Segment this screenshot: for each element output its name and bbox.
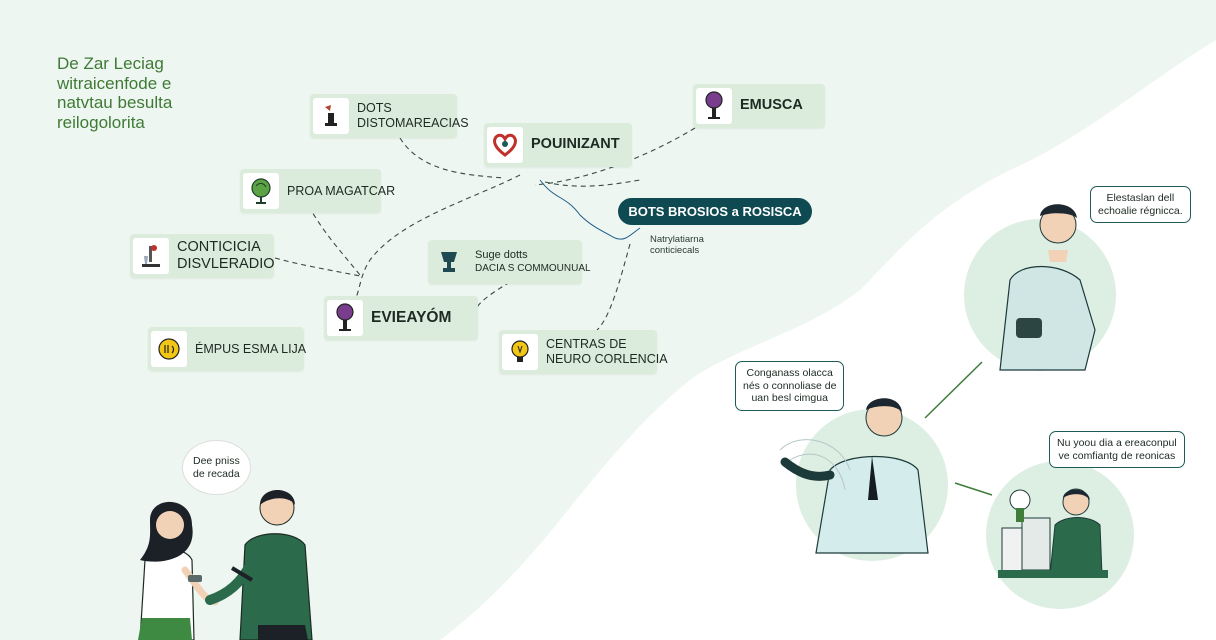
headline-line-3: natvtau besulta bbox=[57, 93, 173, 113]
node-empus-label: ÉMPUS ESMA LIJA bbox=[195, 341, 307, 356]
node-emusca[interactable]: EMUSCA bbox=[693, 84, 825, 128]
purple-bulb-icon bbox=[327, 300, 363, 336]
squiggle-line bbox=[539, 179, 641, 240]
purple-bulb-icon bbox=[696, 88, 732, 124]
node-dots-label: DOTS DISTOMAREACIAS bbox=[349, 101, 479, 131]
lightbulb-icon bbox=[502, 334, 538, 370]
line-centras-pill bbox=[594, 243, 631, 333]
node-centras-line-1: CENTRAS DE bbox=[546, 337, 627, 351]
node-pouinizant-label: POUINIZANT bbox=[531, 136, 620, 153]
bubble-middle-line-3: uan besl cimgua bbox=[751, 392, 828, 405]
heart-icon bbox=[487, 127, 523, 163]
node-conticicia-label: CONTICICIA DISVLERADIO bbox=[169, 239, 285, 274]
node-dots[interactable]: DOTS DISTOMAREACIAS bbox=[310, 94, 469, 138]
headline-line-1: De Zar Leciag bbox=[57, 54, 164, 73]
speech-bubble-left: Dee pniss de recada bbox=[182, 440, 251, 496]
node-centras-line-2: NEURO CORLENCIA bbox=[546, 352, 668, 366]
engineer-figure-bottom bbox=[998, 488, 1108, 578]
highlight-pill[interactable]: BOTS BROSIOS a ROSISCA bbox=[618, 198, 812, 225]
node-evieayom-label: EVIEAYÓM bbox=[371, 308, 452, 326]
bubble-left-line-2: de recada bbox=[193, 467, 240, 480]
node-empus[interactable]: ÉMPUS ESMA LIJA bbox=[148, 327, 306, 371]
bubble-top-right-line-2: echoalie régnicca. bbox=[1098, 204, 1183, 217]
people-figures-left bbox=[138, 490, 313, 640]
headline: De Zar Leciag witraicenfode e natvtau be… bbox=[57, 54, 257, 132]
green-connector-1 bbox=[924, 361, 983, 419]
node-suge[interactable]: Suge dotts DACIA S COMMOUNUAL bbox=[428, 240, 591, 284]
chess-icon bbox=[313, 98, 349, 134]
node-conticicia-line-2: DISVLERADIO bbox=[177, 256, 275, 272]
node-emusca-label: EMUSCA bbox=[740, 97, 803, 114]
trophy-icon bbox=[431, 244, 467, 280]
node-centras[interactable]: CENTRAS DE NEURO CORLENCIA bbox=[499, 330, 668, 374]
line-top-pill bbox=[544, 179, 641, 187]
node-centras-label: CENTRAS DE NEURO CORLENCIA bbox=[538, 337, 678, 367]
node-suge-line-2: DACIA S COMMOUNUAL bbox=[475, 262, 591, 274]
headline-line-4: reilogolorita bbox=[57, 112, 145, 132]
node-proa[interactable]: PROA MAGATCAR bbox=[240, 169, 395, 213]
green-connector-2 bbox=[954, 482, 993, 496]
node-suge-line-1: Suge dotts bbox=[475, 249, 528, 262]
node-suge-label: Suge dotts DACIA S COMMOUNUAL bbox=[467, 249, 601, 274]
side-note-line-2: conticiecals bbox=[650, 245, 700, 257]
scientist-figure-middle bbox=[779, 398, 929, 554]
bubble-lower-right-line-1: Nu yoou dia a ereaconpul bbox=[1057, 437, 1177, 449]
speech-bubble-middle: Conganass olacca nés o connoliase de uan… bbox=[735, 361, 845, 411]
node-dots-line-2: DISTOMAREACIAS bbox=[357, 116, 469, 130]
side-note-line-1: Natrylatiarna bbox=[650, 234, 704, 245]
node-dots-line-1: DOTS bbox=[357, 101, 392, 115]
bubble-top-right-line-1: Elestaslan dell bbox=[1106, 192, 1175, 204]
node-proa-label: PROA MAGATCAR bbox=[287, 183, 396, 198]
node-conticicia[interactable]: CONTICICIA DISVLERADIO bbox=[130, 234, 275, 278]
speech-bubble-lower-right: Nu yoou dia a ereaconpul ve comfiantg de… bbox=[1049, 431, 1185, 469]
bubble-lower-right-line-2: ve comfiantg de reonicas bbox=[1058, 449, 1176, 462]
speech-bubble-top-right: Elestaslan dell echoalie régnicca. bbox=[1090, 186, 1191, 224]
node-pouinizant[interactable]: POUINIZANT bbox=[484, 123, 632, 167]
lab-equipment-icon bbox=[133, 238, 169, 274]
line-dots-center bbox=[399, 137, 506, 179]
line-center-evie bbox=[354, 174, 521, 301]
globe-tree-icon bbox=[243, 173, 279, 209]
node-evieayom[interactable]: EVIEAYÓM bbox=[324, 296, 478, 340]
scientist-figure-top bbox=[999, 204, 1096, 371]
line-conti-evie bbox=[274, 257, 361, 277]
headline-line-2: witraicenfode e bbox=[57, 73, 172, 93]
line-suge-evie bbox=[474, 281, 511, 319]
bubble-middle-line-1: Conganass olacca bbox=[746, 367, 833, 379]
node-conticicia-line-1: CONTICICIA bbox=[177, 238, 261, 255]
bubble-left-line-1: Dee pniss bbox=[193, 455, 240, 467]
side-note: Natrylatiarna conticiecals bbox=[650, 234, 704, 257]
bubble-middle-line-2: nés o connoliase de bbox=[743, 379, 837, 392]
yellow-coin-icon bbox=[151, 331, 187, 367]
